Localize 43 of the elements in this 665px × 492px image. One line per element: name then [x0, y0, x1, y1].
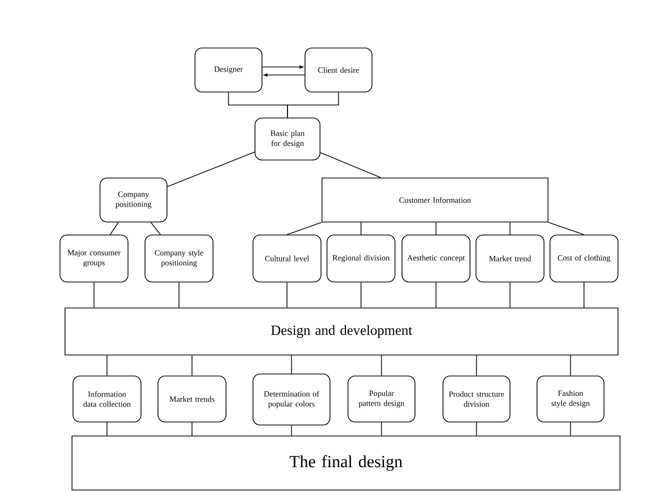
connector — [178, 282, 180, 308]
connector — [106, 355, 108, 376]
rounded-box: Market trend — [476, 234, 544, 282]
rounded-box: Popular pattern design — [348, 376, 416, 422]
connector — [286, 282, 288, 308]
rectangle-box: Customer Information — [322, 178, 548, 222]
connector — [110, 222, 119, 235]
connector — [381, 422, 382, 436]
connector — [262, 65, 304, 69]
rounded-box: Determination of popular colors — [252, 374, 330, 426]
connector — [291, 355, 292, 374]
connector — [106, 422, 108, 436]
connector — [360, 222, 362, 235]
connector — [381, 355, 382, 376]
connector — [476, 355, 477, 376]
connector — [570, 355, 571, 376]
connector — [548, 222, 584, 235]
rectangle-box: The final design — [72, 436, 620, 490]
connector — [287, 92, 339, 118]
rounded-box: Cultural level — [252, 234, 322, 282]
connector — [476, 422, 477, 436]
connector — [570, 422, 571, 436]
rounded-box: Fashion style design — [536, 376, 604, 422]
rounded-box: Product structure division — [442, 376, 510, 422]
rounded-box: Client desire — [304, 48, 372, 92]
rectangle-box: Design and development — [64, 308, 618, 356]
rounded-box: Company positioning — [100, 178, 168, 222]
rounded-box: Basic plan for design — [254, 118, 320, 160]
connector — [264, 73, 305, 77]
connector — [320, 152, 382, 178]
connector — [291, 425, 292, 436]
rounded-box: Designer — [194, 48, 262, 92]
rounded-box: Cost of clothing — [550, 234, 618, 282]
connector — [286, 222, 322, 235]
rounded-box: Aesthetic concept — [402, 234, 470, 282]
connector — [167, 152, 255, 187]
connector — [360, 282, 362, 308]
rounded-box: Market trends — [158, 376, 226, 422]
rounded-box: Information data collection — [72, 376, 142, 422]
connector — [150, 222, 161, 235]
rounded-box: Major consumer groups — [60, 234, 128, 282]
rounded-box: Company style positioning — [144, 234, 214, 282]
rounded-box: Regional division — [326, 234, 396, 282]
